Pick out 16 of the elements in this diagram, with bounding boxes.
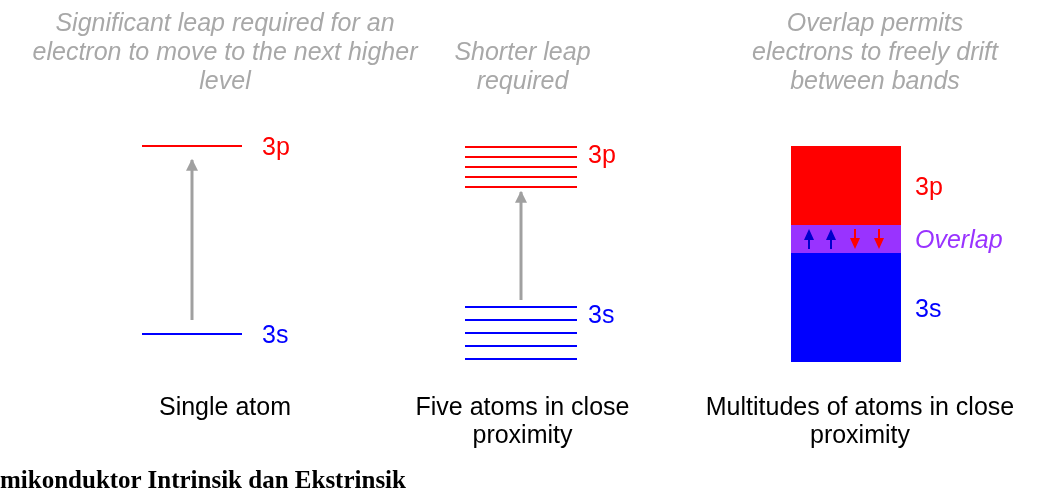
arrow <box>186 158 198 320</box>
band-label: Overlap <box>915 225 1003 253</box>
level-label: 3p <box>262 132 290 160</box>
note-text: Shorter leap required <box>453 37 592 95</box>
level-label: 3p <box>915 171 943 200</box>
panel-caption: Multitudes of atoms in close proximity <box>704 392 1016 448</box>
level-label: 3s <box>588 300 615 328</box>
panel-caption: Single atom <box>158 392 292 420</box>
caption: mikonduktor Intrinsik dan Ekstrinsik <box>0 466 406 494</box>
note-text: Significant leap required for an electron to move to the next higher level <box>31 8 420 95</box>
note-text: Overlap permits electrons to freely drift between bands <box>751 8 1000 95</box>
panel-caption: Five atoms in close proximity <box>414 392 631 448</box>
level-label: 3s <box>915 293 942 322</box>
arrow <box>515 190 527 300</box>
level-label: 3s <box>262 320 289 348</box>
level-label: 3p <box>588 140 616 168</box>
